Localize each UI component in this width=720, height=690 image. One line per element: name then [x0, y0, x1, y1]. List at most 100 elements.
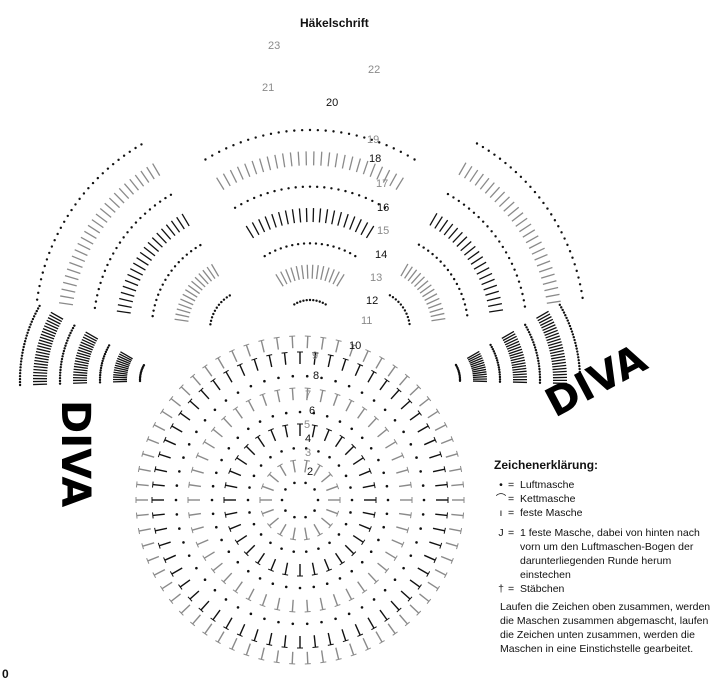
- chain-dot: [220, 301, 222, 303]
- chain-dot: [458, 200, 460, 202]
- chain-dot: [170, 269, 172, 271]
- chain-dot: [92, 182, 94, 184]
- chain-dot: [542, 202, 544, 204]
- stitch-mark: [172, 426, 182, 432]
- stitch-mark: [133, 263, 145, 270]
- chain-dot: [443, 265, 445, 267]
- stitch-mark: [225, 512, 226, 518]
- chain-dot: [32, 318, 34, 320]
- stitch-mark: [353, 536, 363, 543]
- chain-dot: [40, 278, 42, 280]
- stitch-mark: [355, 624, 360, 635]
- stitch-mark: [336, 341, 339, 353]
- stitch-mark: [277, 390, 279, 402]
- stitch-mark: [495, 192, 505, 202]
- stitch-mark: [123, 286, 136, 291]
- chain-dot: [534, 346, 536, 348]
- stitch-mark: [248, 401, 254, 412]
- chain-dot: [384, 409, 387, 412]
- stitch-mark: [346, 589, 352, 600]
- legend-item: • = Luftmasche: [494, 478, 716, 492]
- chain-dot: [408, 323, 410, 325]
- stitch-mark: [328, 633, 330, 645]
- chain-dot: [272, 582, 275, 585]
- chain-dot: [422, 246, 424, 248]
- stitch-mark: [266, 355, 272, 356]
- stitch-mark: [355, 365, 360, 376]
- chain-dot: [350, 428, 353, 431]
- stitch-mark: [171, 594, 180, 601]
- stitch-mark: [374, 482, 375, 488]
- chain-dot: [309, 185, 311, 187]
- chain-dot: [423, 499, 426, 502]
- chain-dot: [365, 197, 367, 199]
- legend-label: 1 feste Masche, dabei von hinten nach vo…: [520, 526, 716, 582]
- row-number-label: 4: [305, 433, 311, 445]
- stitch-mark: [147, 167, 154, 179]
- stitch-mark: [459, 163, 466, 175]
- chain-dot: [99, 369, 101, 371]
- stitch-mark: [230, 524, 241, 529]
- chain-dot: [407, 316, 409, 318]
- stitch-mark: [282, 647, 288, 648]
- chain-dot: [570, 328, 572, 330]
- chain-dot: [358, 194, 360, 196]
- chain-dot: [61, 358, 63, 360]
- chain-dot: [520, 287, 522, 289]
- stitch-mark: [152, 238, 162, 248]
- stitch-mark: [192, 470, 204, 473]
- chain-dot: [497, 361, 499, 363]
- stitch-mark: [305, 528, 307, 540]
- chain-dot: [313, 488, 316, 491]
- stitch-mark: [512, 366, 526, 368]
- stitch-mark: [193, 376, 201, 385]
- stitch-mark: [49, 315, 61, 322]
- stitch-mark: [60, 296, 74, 298]
- stitch-mark: [213, 429, 222, 437]
- stitch-mark: [336, 648, 339, 660]
- stitch-mark: [190, 591, 199, 599]
- chain-dot: [99, 381, 101, 383]
- stitch-mark: [224, 573, 232, 582]
- stitch-mark: [74, 366, 88, 368]
- chain-dot: [211, 316, 213, 318]
- chain-dot: [259, 577, 262, 580]
- chain-dot: [539, 373, 541, 375]
- chain-dot: [382, 472, 385, 475]
- chain-dot: [175, 499, 178, 502]
- chain-dot: [95, 300, 97, 302]
- stitch-mark: [67, 269, 80, 273]
- chain-dot: [212, 512, 215, 515]
- stitch-mark: [401, 401, 410, 409]
- chain-dot: [182, 541, 185, 544]
- chain-dot: [74, 203, 76, 205]
- stitch-mark: [504, 202, 514, 211]
- chain-dot: [122, 236, 124, 238]
- chain-dot: [51, 245, 53, 247]
- chain-dot: [400, 303, 402, 305]
- stitch-mark: [543, 325, 556, 331]
- stitch-mark: [165, 440, 176, 445]
- stitch-mark: [51, 312, 63, 319]
- chain-dot: [253, 523, 256, 526]
- chain-dot: [149, 208, 151, 210]
- stitch-mark: [276, 274, 283, 286]
- stitch-mark: [226, 618, 232, 628]
- chain-dot: [38, 285, 40, 287]
- chain-dot: [518, 280, 520, 282]
- chain-dot: [269, 252, 271, 254]
- stitch-mark: [336, 659, 342, 660]
- chain-dot: [188, 443, 191, 446]
- stitch-mark: [336, 437, 343, 447]
- stitch-mark: [321, 152, 322, 166]
- chain-dot: [345, 475, 348, 478]
- chain-dot: [237, 606, 240, 609]
- stitch-mark: [143, 543, 155, 546]
- chain-dot: [560, 231, 562, 233]
- stitch-mark: [282, 352, 288, 353]
- stitch-mark: [45, 323, 58, 329]
- stitch-mark: [240, 624, 245, 635]
- stitch-mark: [435, 570, 446, 575]
- stitch-mark: [479, 273, 492, 279]
